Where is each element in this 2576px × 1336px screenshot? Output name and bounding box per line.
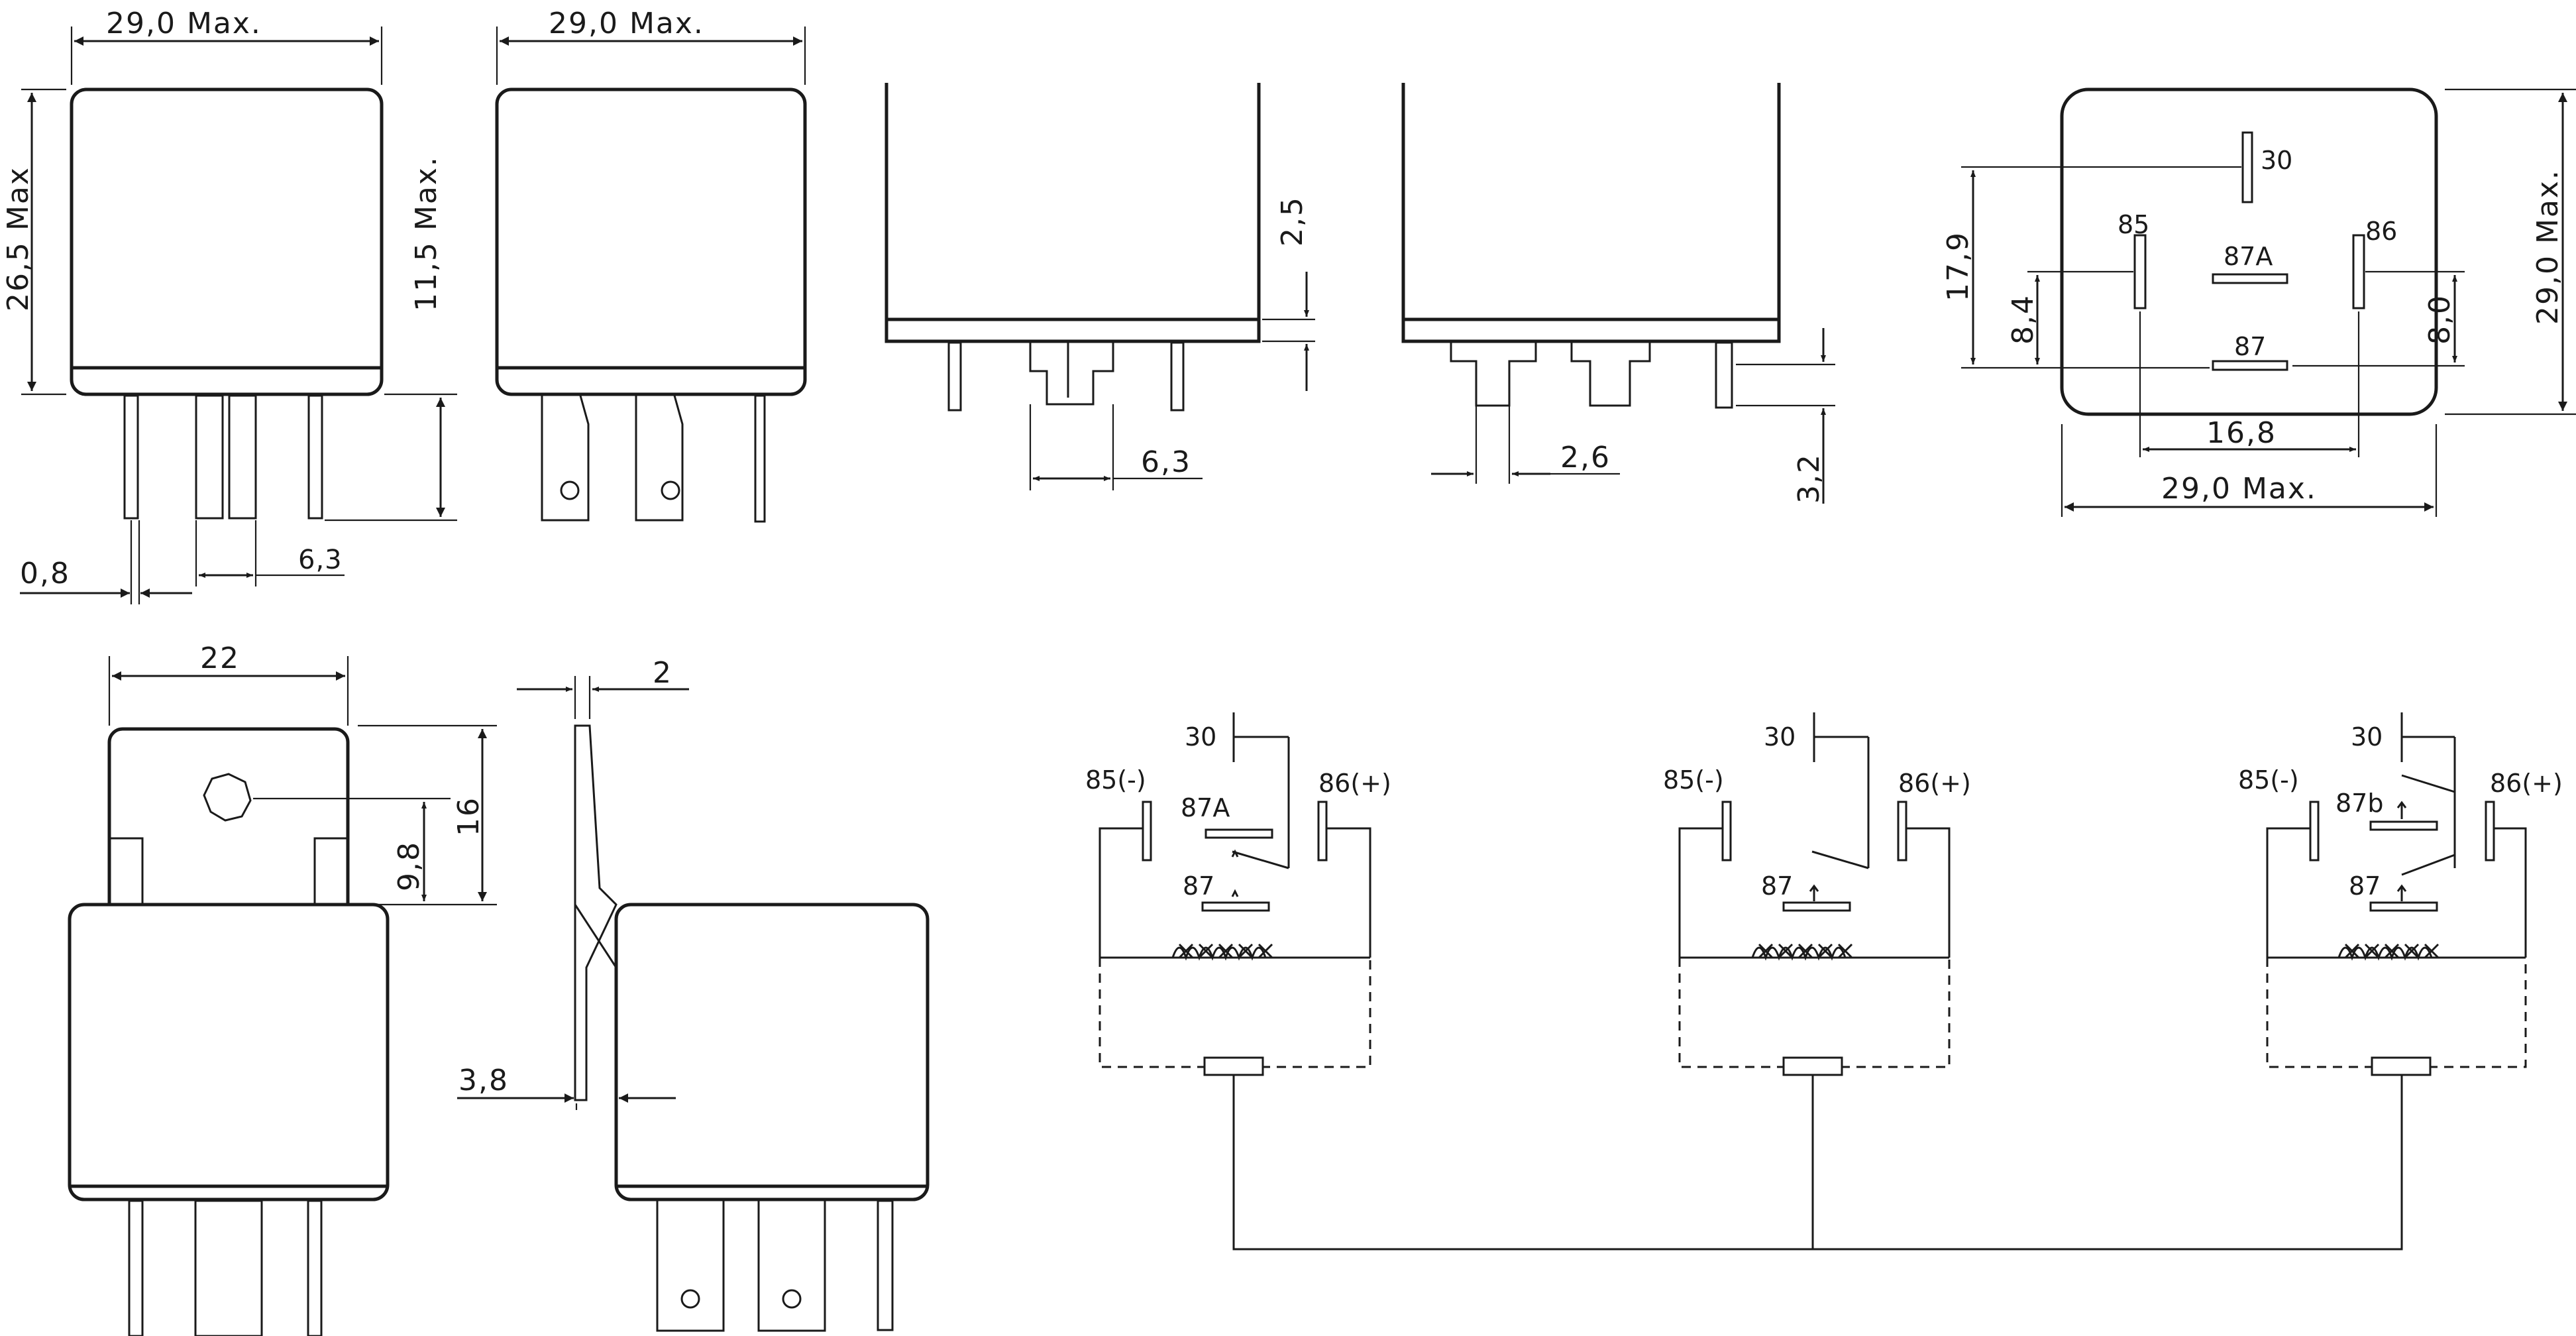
sch2-label-30: 30 xyxy=(1764,722,1796,752)
dim-partial-a-height: 2,5 xyxy=(1275,196,1309,247)
pin-label-85: 85 xyxy=(2118,210,2149,239)
sch3-label-85: 85(-) xyxy=(2238,765,2299,795)
sch1-label-30: 30 xyxy=(1185,722,1216,752)
sch1-label-87: 87 xyxy=(1183,871,1214,901)
sch2-label-85: 85(-) xyxy=(1663,765,1724,795)
dim-base-h-left: 8,4 xyxy=(2006,294,2040,345)
schematic-connector-line xyxy=(1232,1075,2403,1251)
schematic-87: 30 85(-) 86(+) 87 xyxy=(1663,712,1971,1076)
sch3-label-86: 86(+) xyxy=(2490,769,2563,798)
bracket-front-view: 22 9,8 16 xyxy=(68,641,497,1336)
dim-bracket-height: 16 xyxy=(452,797,486,836)
dim-partial-b-height: 3,2 xyxy=(1792,453,1826,504)
dim-base-span: 16,8 xyxy=(2206,416,2277,450)
sch3-label-30: 30 xyxy=(2351,722,2383,752)
dim-overall-height: 26,5 Max xyxy=(1,166,35,311)
side-view: 29,0 Max. xyxy=(495,7,807,523)
dim-partial-a-width: 6,3 xyxy=(1141,445,1191,479)
dim-base-h-total: 17,9 xyxy=(1941,231,1975,302)
sch3-label-87: 87 xyxy=(2349,871,2381,901)
sch3-label-87b: 87b xyxy=(2335,789,2383,818)
dim-partial-b-width: 2,6 xyxy=(1560,441,1611,474)
schematic-87b: 30 85(-) 86(+) 87b 87 xyxy=(2238,712,2563,1076)
pin-label-87a: 87A xyxy=(2224,242,2273,271)
dim-pin-thickness: 0,8 xyxy=(20,557,70,590)
partial-view-b: 3,2 2,6 xyxy=(1401,83,1835,504)
pin-label-30: 30 xyxy=(2261,146,2292,175)
dim-pin-width: 6,3 xyxy=(298,545,343,575)
front-view: 29,0 Max. 26,5 Max 11,5 Max. 0,8 6,3 xyxy=(1,7,457,604)
bracket-side-view: 2 3,8 xyxy=(457,656,930,1332)
sch1-label-87a: 87A xyxy=(1181,793,1230,822)
dim-base-width: 29,0 Max. xyxy=(2161,472,2317,506)
dim-base-h-right: 8,0 xyxy=(2423,294,2457,345)
dim-bracket-hole: 9,8 xyxy=(392,841,426,891)
dim-side-width: 29,0 Max. xyxy=(549,7,704,40)
sch2-label-86: 86(+) xyxy=(1898,769,1971,798)
dim-bracket-offset: 3,8 xyxy=(458,1064,509,1097)
sch1-label-86: 86(+) xyxy=(1318,769,1391,798)
dim-bracket-width: 22 xyxy=(200,641,240,675)
dim-front-width: 29,0 Max. xyxy=(106,7,262,40)
dim-bracket-thickness: 2 xyxy=(653,656,672,690)
base-pin-layout: 30 85 87A 86 87 17,9 8,4 8,0 29,0 Max. 1… xyxy=(1941,87,2576,517)
dim-pin-height: 11,5 Max. xyxy=(409,156,443,311)
sch1-label-85: 85(-) xyxy=(1085,765,1146,795)
schematic-87a: 30 85(-) 86(+) 87A 87 xyxy=(1085,712,1391,1076)
pin-label-86: 86 xyxy=(2365,217,2397,246)
partial-view-a: 2,5 6,3 xyxy=(885,83,1315,490)
pin-label-87: 87 xyxy=(2234,332,2266,361)
sch2-label-87: 87 xyxy=(1761,871,1793,901)
dim-base-height: 29,0 Max. xyxy=(2531,169,2565,325)
